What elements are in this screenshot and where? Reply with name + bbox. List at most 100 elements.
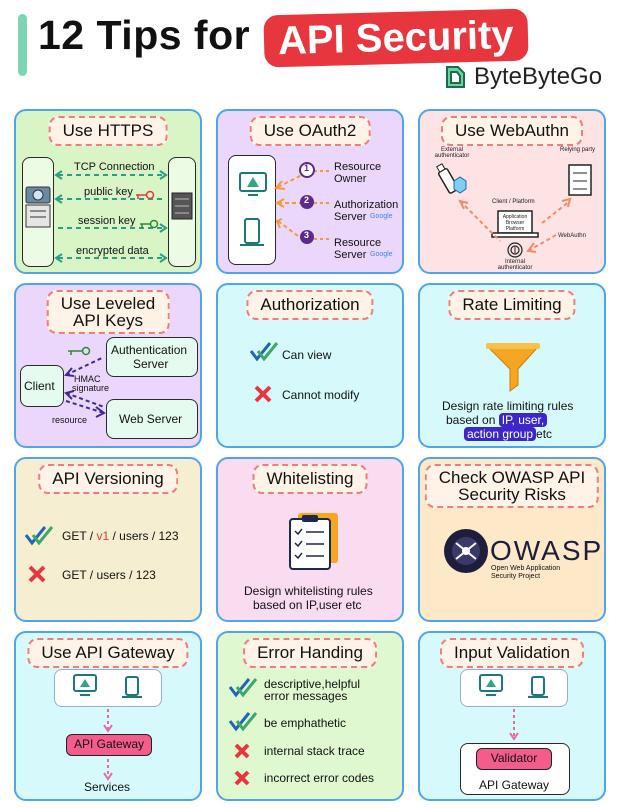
title-line: API Keys — [73, 311, 143, 330]
funnel-icon — [486, 343, 540, 392]
cross-icon — [28, 565, 46, 583]
card-title: Rate Limiting — [448, 290, 576, 320]
google-icon: Google — [370, 251, 393, 258]
can-view-label: Can view — [282, 348, 332, 362]
card-input-validation: Input Validation Validator API Gateway — [418, 631, 606, 801]
client-platform-label: Client / Platform — [492, 199, 535, 205]
https-diagram — [25, 170, 193, 263]
card-use-webauthn: Use WebAuthn External authenticator Rely… — [418, 109, 606, 274]
card-title: Use Leveled API Keys — [46, 290, 170, 334]
owasp-subtitle: Security Project — [491, 573, 541, 580]
fingerprint-icon — [507, 242, 523, 258]
app-browser-label: Application Browser Platform — [502, 214, 528, 232]
step-number: 2 — [304, 195, 310, 205]
step-number: 1 — [304, 163, 310, 173]
key-icon — [136, 190, 155, 200]
auth-server-label: Server — [334, 211, 367, 223]
card-leveled-api-keys: Use Leveled API Keys Client Authenticati… — [14, 283, 202, 448]
card-use-https: Use HTTPS TCP Connection public key sess… — [14, 109, 202, 274]
error-tip: descriptive,helpful — [264, 677, 361, 691]
validator-label: Validator — [490, 751, 538, 765]
phone-icon — [240, 218, 264, 246]
rate-icons — [486, 343, 540, 392]
hmac-label: HMAC — [74, 374, 101, 384]
card-title: Check OWASP API Security Risks — [424, 464, 600, 508]
server-icon — [568, 164, 592, 196]
resource-server-label: Resource — [334, 237, 382, 249]
brand-name: ByteByteGo — [474, 63, 603, 90]
title-line: Check OWASP API — [438, 468, 586, 487]
check-icon — [249, 342, 279, 362]
versioning-icons — [24, 526, 54, 583]
web-server-box — [106, 399, 198, 439]
page-title: 12 Tips for — [38, 12, 251, 58]
card-api-gateway: Use API Gateway API Gateway Services — [14, 631, 202, 801]
resource-server-label: Server — [334, 249, 367, 261]
card-title: Error Handing — [243, 638, 377, 668]
gateway-pill: API Gateway — [66, 734, 152, 756]
auth-server-label: Server — [133, 357, 169, 371]
desktop-icon — [239, 172, 267, 196]
card-title: Use OAuth2 — [249, 116, 371, 146]
endpoint-part: / users / 123 — [109, 529, 179, 543]
clients-box — [460, 669, 568, 707]
versioned-endpoint: GET / v1 / users / 123 — [62, 529, 179, 543]
leveled-keys-diagram — [64, 346, 106, 418]
validator-pill: Validator — [476, 748, 552, 770]
card-error-handing: Error Handing descriptive,helpful error … — [216, 631, 404, 801]
error-tip: error messages — [264, 689, 348, 703]
oauth-diagram — [239, 162, 330, 246]
rate-rule-line: based on IP, user, — [446, 413, 548, 427]
check-icon — [24, 526, 54, 546]
card-check-owasp: Check OWASP API Security Risks OWASP Ope… — [418, 457, 606, 622]
card-whitelisting: Whitelisting Design whitelisting rules b… — [216, 457, 404, 622]
resource-owner-label: Resource Owner — [334, 161, 382, 185]
rate-rule-text: etc — [536, 427, 553, 441]
arrow-label: public key — [84, 186, 133, 198]
auth-server-box — [106, 337, 198, 377]
card-title: Use WebAuthn — [440, 116, 584, 146]
title-line: Security Risks — [458, 485, 566, 504]
rate-rule-text: based on — [446, 413, 496, 427]
resource-label: resource — [52, 415, 88, 425]
webauthn-diagram — [436, 163, 592, 258]
services-label: Services — [84, 780, 131, 794]
client-label: Client — [24, 379, 55, 393]
google-icon: Google — [370, 213, 393, 220]
clipboard-icon — [289, 513, 338, 570]
highlight-action-group: action group — [464, 427, 537, 441]
highlight-ip-user: IP, user, — [498, 413, 548, 427]
header: 12 Tips for API Security ByteByteGo — [0, 0, 622, 105]
web-server-label: Web Server — [119, 412, 183, 426]
brand: ByteByteGo — [444, 62, 602, 92]
title-highlight: API Security — [263, 8, 529, 68]
bytebytego-logo-icon — [446, 66, 465, 88]
cannot-modify-label: Cannot modify — [282, 388, 360, 402]
check-icon — [228, 678, 258, 698]
key-icon — [140, 219, 159, 229]
owasp-wasp-icon — [444, 529, 488, 573]
cross-icon — [254, 385, 272, 403]
hmac-label: signature — [72, 383, 110, 393]
desktop-icon — [25, 186, 51, 228]
card-title: Authorization — [246, 290, 374, 320]
version-part: v1 — [96, 529, 110, 543]
gateway-diagram — [73, 674, 142, 781]
client-box — [20, 365, 64, 407]
external-authenticator-label: External authenticator — [434, 147, 470, 159]
error-tip: be emphathetic — [264, 716, 347, 730]
card-title: Input Validation — [440, 638, 584, 668]
card-title: API Versioning — [38, 464, 178, 494]
arrow-label: TCP Connection — [74, 161, 155, 173]
card-title: Use API Gateway — [27, 638, 189, 668]
unversioned-endpoint: GET / users / 123 — [62, 568, 156, 582]
check-icon — [228, 712, 258, 732]
owasp-logo — [444, 529, 488, 573]
relying-party-label: Relying party — [560, 147, 596, 153]
phone-icon — [122, 676, 142, 698]
auth-server-label: Authorization — [334, 199, 399, 211]
card-api-versioning: API Versioning GET / v1 / users / 123 GE… — [14, 457, 202, 622]
desktop-icon — [491, 210, 539, 238]
clients-box — [54, 669, 162, 707]
desktop-icon — [479, 674, 503, 696]
